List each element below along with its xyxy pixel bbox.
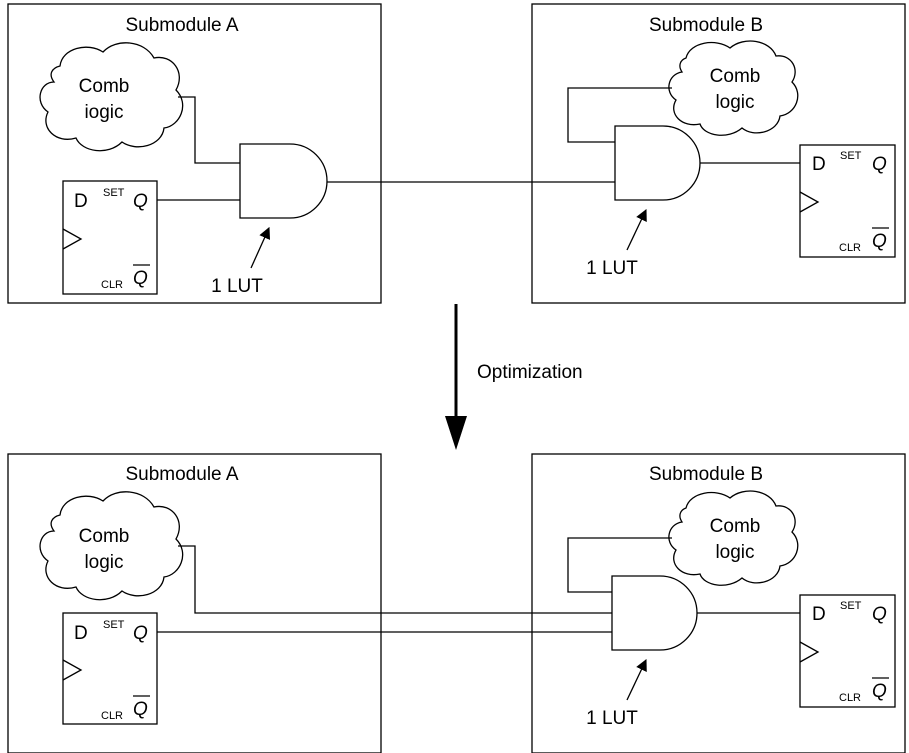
bottom-b-cloud-label-line2: logic [715,542,754,563]
top-b-ff-q-label: Q [872,154,887,175]
bottom-a-ff-clr-label: CLR [101,710,123,722]
top-a-ff-clr-label: CLR [101,279,123,291]
bottom-submodule-a: Submodule A Comb logic D SET Q CLR Q [7,453,382,753]
top-submodule-b-title: Submodule B [649,15,763,36]
top-a-comb-logic-cloud [39,42,184,152]
top-a-and-gate [239,143,328,219]
bottom-a-cloud-label-line1: Comb [79,526,130,547]
bottom-b-and-gate [611,575,698,651]
bottom-cloud-to-b-gate-wire [178,545,612,614]
bottom-a-ff-q-label: Q [133,623,148,644]
bottom-submodule-b: Submodule B Comb logic D SET Q CLR Q 1 L… [531,453,906,753]
top-panel: Submodule A Comb iogic D SET Q CLR Q 1 L… [7,3,906,304]
bottom-panel: Submodule A Comb logic D SET Q CLR Q Sub… [7,453,906,753]
bottom-a-ff-d-label: D [74,623,88,644]
optimization-label: Optimization [477,362,583,383]
optimization-transition: Optimization [445,304,583,450]
top-b-cloud-label-line1: Comb [710,66,761,87]
top-submodule-b: Submodule B Comb logic D SET Q CLR Q 1 L… [531,3,906,304]
bottom-a-ff-qbar-label: Q [133,699,148,720]
bottom-a-comb-logic-cloud [39,491,184,601]
top-submodule-a-title: Submodule A [125,15,238,36]
top-a-cloud-label-line2: iogic [84,102,123,123]
top-a-lut-label: 1 LUT [211,276,263,297]
bottom-b-ff-qbar-label: Q [872,681,887,702]
bottom-a-ff-clock-icon [62,659,83,681]
top-a-cloud-to-gate-wire [178,96,240,164]
top-b-ff-d-label: D [812,154,826,175]
bottom-b-ff-clock-icon [799,641,820,663]
bottom-b-cloud-label-line1: Comb [710,516,761,537]
top-a-ff-set-label: SET [103,187,125,199]
top-a-ff-d-label: D [74,191,88,212]
top-b-cloud-to-gate-wire [567,87,672,143]
bottom-b-lut-label: 1 LUT [586,708,638,729]
top-a-ff-clock-icon [62,228,83,250]
top-a-lut-arrow [250,226,271,269]
bottom-a-cloud-label-line2: logic [84,552,123,573]
bottom-b-ff-clr-label: CLR [839,692,861,704]
top-a-ff-q-label: Q [133,191,148,212]
top-b-comb-logic-cloud [668,40,799,136]
top-b-and-gate [614,125,701,201]
top-b-ff-qbar-label: Q [872,231,887,252]
bottom-b-ff-set-label: SET [840,600,862,612]
top-a-flipflop [62,180,158,295]
top-a-cloud-label-line1: Comb [79,76,130,97]
top-submodule-a: Submodule A Comb iogic D SET Q CLR Q 1 L… [7,3,382,304]
optimization-arrow-icon [445,416,467,450]
bottom-b-lut-arrow [626,658,647,701]
top-b-cloud-label-line2: logic [715,92,754,113]
bottom-b-ff-q-label: Q [872,604,887,625]
bottom-a-ff-set-label: SET [103,619,125,631]
top-b-ff-set-label: SET [840,150,862,162]
top-a-ff-qbar-label: Q [133,268,148,289]
bottom-b-comb-logic-cloud [668,490,799,586]
top-b-ff-clr-label: CLR [839,242,861,254]
bottom-submodule-a-title: Submodule A [125,464,238,485]
top-b-ff-clock-icon [799,191,820,213]
bottom-b-cloud-to-gate-wire [567,537,672,593]
bottom-submodule-b-title: Submodule B [649,464,763,485]
top-b-lut-arrow [626,208,647,251]
bottom-b-ff-d-label: D [812,604,826,625]
top-b-lut-label: 1 LUT [586,258,638,279]
